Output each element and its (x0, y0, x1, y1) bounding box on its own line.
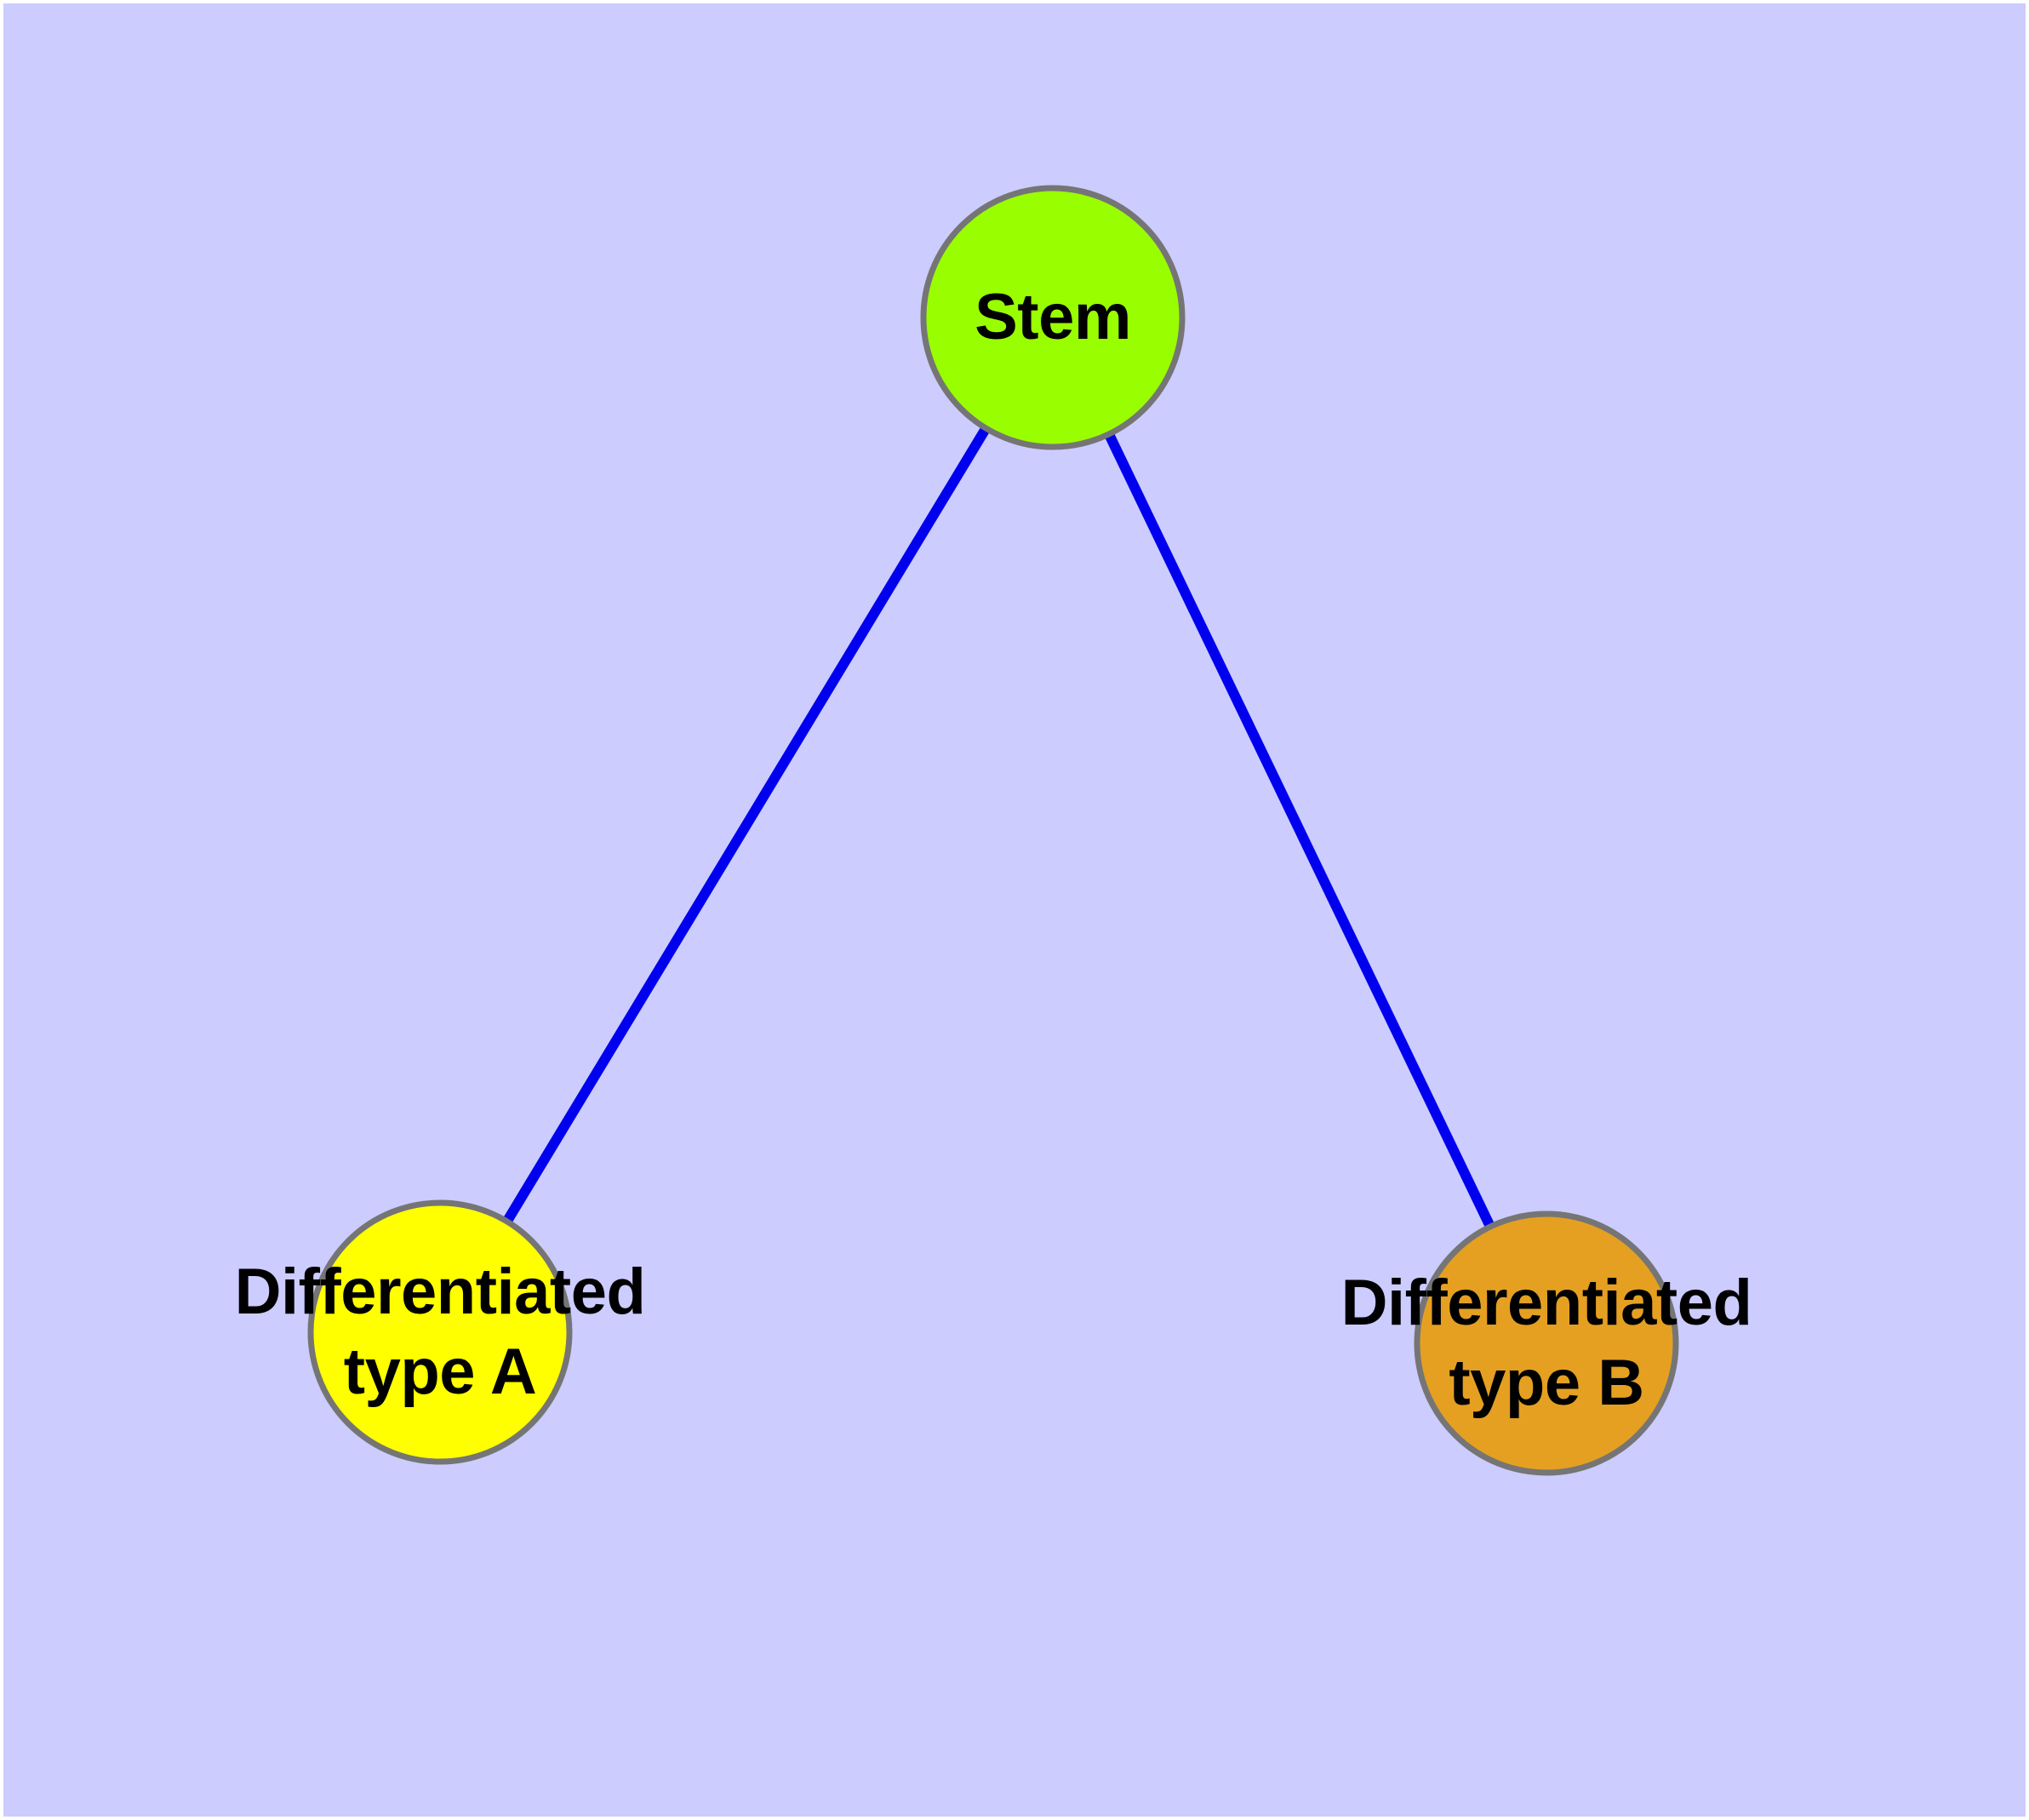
graph-node-diff_b[interactable] (1414, 1210, 1679, 1476)
nodes-group (307, 185, 1679, 1476)
graph-edge-stem-to-b[interactable] (1105, 433, 1495, 1228)
edges-group (503, 426, 1495, 1228)
graph-node-stem[interactable] (920, 185, 1186, 450)
graph-edge-stem-to-a[interactable] (503, 426, 990, 1223)
graph-node-diff_a[interactable] (307, 1199, 573, 1465)
